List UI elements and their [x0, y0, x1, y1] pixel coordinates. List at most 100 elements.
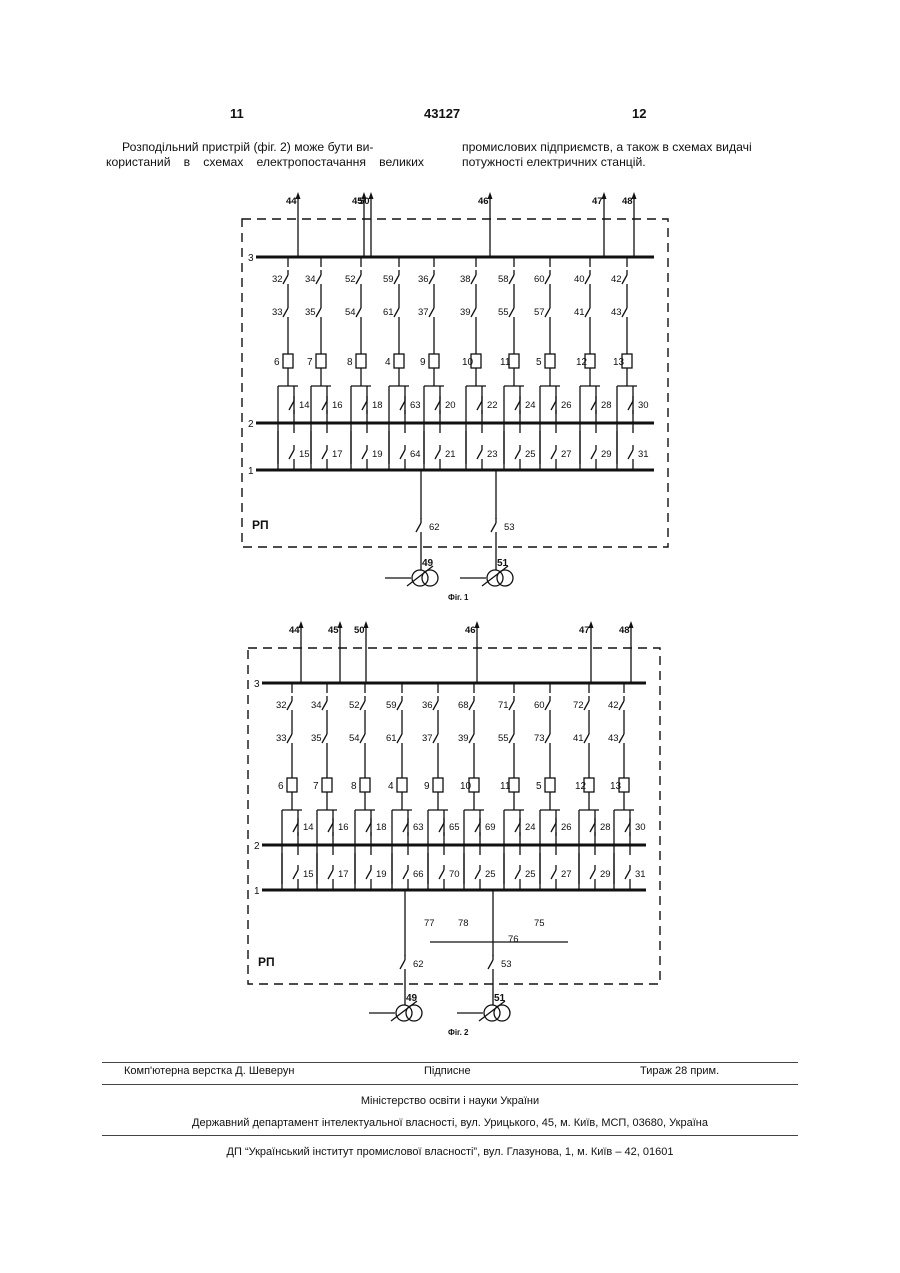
fig2-col-3-reactor [397, 778, 407, 792]
fig2-lower-sw-77: 77 [424, 918, 435, 929]
fig1-out-46-label: 46 [478, 196, 489, 207]
fig1-feeder-0-transformer-tap-arrow [407, 566, 433, 586]
fig2-col-3-top-sw-label: 59 [386, 700, 397, 711]
fig1-col-3-bus2-sw-blade [400, 401, 405, 410]
fig1-col-0-bus1-sw-label: 15 [299, 449, 310, 460]
fig1-col-3-top-sw-label: 59 [383, 274, 394, 285]
fig1-col-7-bus1-sw-label: 27 [561, 449, 572, 460]
fig2-col-3-bus2-sw-blade [403, 823, 408, 832]
fig1-col-7-mid-sw-blade [545, 308, 550, 317]
footer-circulation: Тираж 28 прим. [640, 1065, 719, 1077]
fig1-col-0-mid-sw-label: 33 [272, 307, 283, 318]
fig1-col-3-mid-sw-blade [394, 308, 399, 317]
fig1-col-4-bus1-sw-label: 21 [445, 449, 456, 460]
fig2-col-8-mid-sw-blade [584, 734, 589, 743]
fig2-col-0-reactor [287, 778, 297, 792]
fig2-col-1-top-sw-blade [322, 701, 327, 710]
fig2-col-4-bus2-sw-blade [439, 823, 444, 832]
fig2-col-3-mid-sw-label: 61 [386, 733, 397, 744]
fig1-col-6-bus2-sw-blade [515, 401, 520, 410]
fig2-feeder-1-transformer-tap-arrow [479, 1001, 505, 1021]
fig2-col-3-mid-sw-blade [397, 734, 402, 743]
fig1-col-3-reactor-label: 4 [385, 357, 391, 368]
fig2-col-7-reactor [545, 778, 555, 792]
fig2-col-4-mid-sw-blade [433, 734, 438, 743]
fig1-col-3-bus1-sw-label: 64 [410, 449, 421, 460]
fig2-col-1-bus2-sw-blade [328, 823, 333, 832]
fig1-col-5-reactor-label: 10 [462, 357, 474, 368]
fig1-col-3-mid-sw-label: 61 [383, 307, 394, 318]
fig2-col-6-top-sw-label: 71 [498, 700, 509, 711]
fig2-col-7-bus2-sw-blade [551, 823, 556, 832]
fig1-col-0-mid-sw-blade [283, 308, 288, 317]
footer-rule-bottom [102, 1135, 798, 1136]
fig2-out-45-label: 45 [328, 625, 339, 636]
fig2-col-2-mid-sw-blade [360, 734, 365, 743]
fig2-col-6-mid-sw-label: 55 [498, 733, 509, 744]
footer-ministry: Міністерство освіти і науки України [0, 1095, 900, 1107]
fig1-col-4-bus1-sw-blade [435, 450, 440, 459]
fig2-col-9-bus2-sw-label: 30 [635, 822, 646, 833]
fig1-col-1-mid-sw-blade [316, 308, 321, 317]
fig2-bus-2-label: 2 [254, 841, 260, 852]
fig2-col-3-bus1-sw-blade [403, 870, 408, 879]
fig1-col-1-bus1-sw-blade [322, 450, 327, 459]
fig1-col-1-mid-sw-label: 35 [305, 307, 316, 318]
fig1-col-2-bus1-sw-blade [362, 450, 367, 459]
fig1-col-2-bus2-sw-label: 18 [372, 400, 383, 411]
fig2-col-7-top-sw-label: 60 [534, 700, 545, 711]
fig1-col-9-bus1-sw-blade [628, 450, 633, 459]
fig1-col-0-bus1-sw-blade [289, 450, 294, 459]
footer-layout: Комп'ютерна верстка Д. Шеверун [124, 1065, 294, 1077]
fig2-col-9-mid-sw-label: 43 [608, 733, 619, 744]
fig2-col-8-bus2-sw-label: 28 [600, 822, 611, 833]
fig2-col-9-mid-sw-blade [619, 734, 624, 743]
fig2-col-9-bus1-sw-blade [625, 870, 630, 879]
fig2-col-8-bus1-sw-label: 29 [600, 869, 611, 880]
fig2-col-0-bus2-sw-label: 14 [303, 822, 314, 833]
fig2-col-0-bus1-sw-label: 15 [303, 869, 314, 880]
fig1-col-0-top-sw-label: 32 [272, 274, 283, 285]
fig2-col-2-top-sw-blade [360, 701, 365, 710]
fig1-col-5-mid-sw-label: 39 [460, 307, 471, 318]
fig2-col-3-bus2-sw-label: 63 [413, 822, 424, 833]
fig1-col-7-reactor-label: 5 [536, 357, 542, 368]
fig1-col-2-reactor [356, 354, 366, 368]
fig2-col-1-bus1-sw-blade [328, 870, 333, 879]
fig1-col-7-top-sw-blade [545, 275, 550, 284]
fig2-col-7-bus2-sw-label: 26 [561, 822, 572, 833]
fig2-col-0-mid-sw-label: 33 [276, 733, 287, 744]
fig2-col-1-mid-sw-label: 35 [311, 733, 322, 744]
fig1-col-1-bus2-sw-label: 16 [332, 400, 343, 411]
fig1-col-8-top-sw-label: 40 [574, 274, 585, 285]
fig2-col-6-reactor [509, 778, 519, 792]
fig2-col-7-bus1-sw-blade [551, 870, 556, 879]
fig2-col-2-reactor [360, 778, 370, 792]
fig1-col-9-mid-sw-blade [622, 308, 627, 317]
fig2-col-7-mid-sw-blade [545, 734, 550, 743]
fig1-col-8-reactor-label: 12 [576, 357, 588, 368]
fig2-col-5-bus2-sw-blade [475, 823, 480, 832]
fig1-bus-3-label: 3 [248, 253, 254, 264]
fig2-col-8-top-sw-blade [584, 701, 589, 710]
circuit-figures: РП32144455046474832336141534357161752548… [0, 0, 900, 1060]
fig2-bus-1-label: 1 [254, 886, 260, 897]
fig1-feeder-1-transformer-label: 51 [497, 558, 509, 569]
fig2-col-2-reactor-label: 8 [351, 781, 357, 792]
fig2-col-5-mid-sw-blade [469, 734, 474, 743]
fig1-col-5-bus2-sw-label: 22 [487, 400, 498, 411]
footer-department: Державний департамент інтелектуальної вл… [0, 1117, 900, 1129]
fig1-col-8-mid-sw-blade [585, 308, 590, 317]
fig1-col-8-bus1-sw-label: 29 [601, 449, 612, 460]
fig1-bus-1-label: 1 [248, 466, 254, 477]
fig1-feeder-0-sw-blade [416, 523, 421, 532]
fig1-col-0-reactor-label: 6 [274, 357, 280, 368]
fig2-col-7-top-sw-blade [545, 701, 550, 710]
footer-rule-middle [102, 1084, 798, 1085]
fig1-col-6-bus1-sw-label: 25 [525, 449, 536, 460]
fig1-boundary [242, 219, 668, 547]
fig1-col-8-mid-sw-label: 41 [574, 307, 585, 318]
fig2-col-0-mid-sw-blade [287, 734, 292, 743]
fig1-feeder-0-transformer-label: 49 [422, 558, 434, 569]
fig1-col-4-top-sw-label: 36 [418, 274, 429, 285]
